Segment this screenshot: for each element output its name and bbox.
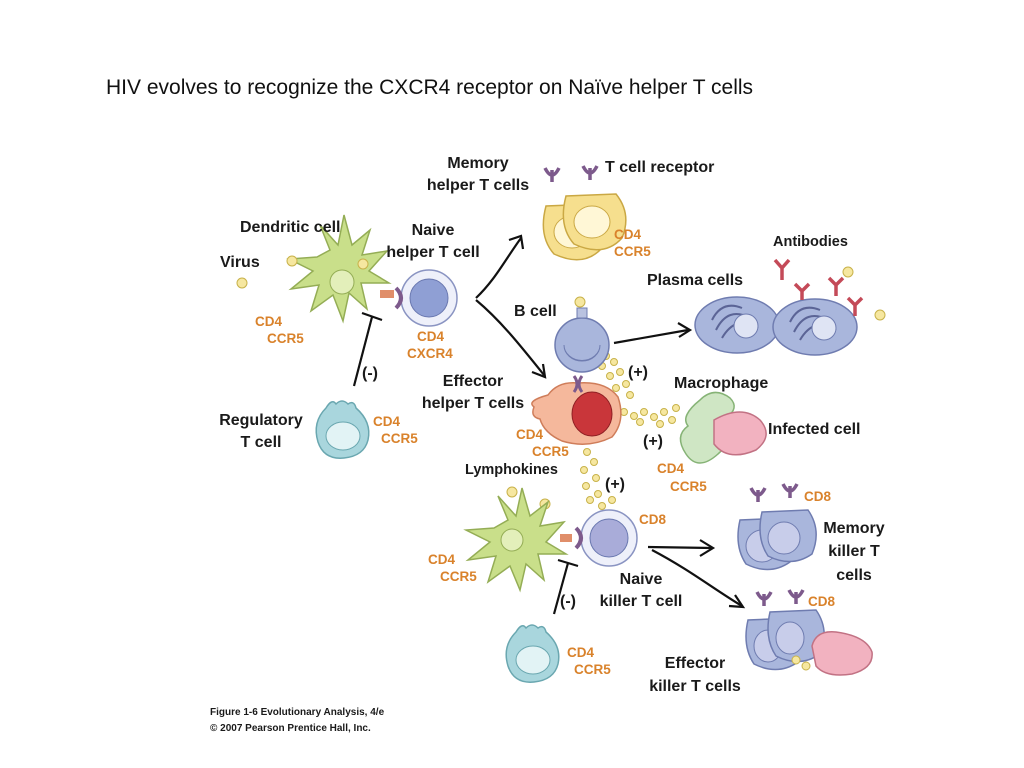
label-memory-killer-1: Memory <box>823 520 884 537</box>
arrowhead-effector-killer <box>728 594 746 609</box>
dendritic-cell-lower <box>463 487 572 593</box>
arrow-to-effector-killer <box>651 549 743 607</box>
label-naive-helper-1: Naive <box>412 222 455 239</box>
arrow-to-memory-killer <box>647 545 713 550</box>
label-minus-top: (-) <box>362 365 378 382</box>
memory-killer-t-cells <box>737 483 817 571</box>
marker-regulatory-cd4: CD4 <box>373 414 400 429</box>
marker-dendritic-cd4: CD4 <box>255 314 282 329</box>
marker-regulatory2-cd4: CD4 <box>567 645 594 660</box>
marker-naive-helper-cd4: CD4 <box>417 329 444 344</box>
marker-effector-killer-cd8: CD8 <box>808 594 835 609</box>
marker-effector-helper-ccr5: CCR5 <box>532 444 569 459</box>
label-dendritic-cell: Dendritic cell <box>240 219 340 236</box>
label-memory-helper-1: Memory <box>447 155 508 172</box>
label-plasma-cells: Plasma cells <box>647 272 743 289</box>
label-naive-killer-1: Naive <box>620 571 663 588</box>
marker-macrophage-ccr5: CCR5 <box>670 479 707 494</box>
arrow-to-memory-helper <box>475 237 522 299</box>
naive-helper-t-cell <box>394 269 458 327</box>
arrowhead-plasma <box>677 322 693 338</box>
arrowhead-memory-killer <box>699 539 716 557</box>
marker-macrophage-cd4: CD4 <box>657 461 684 476</box>
marker-labels: CD4 CCR5 CD4 CXCR4 CD4 CCR5 CD4 CCR5 CD4… <box>255 227 835 677</box>
label-naive-helper-2: helper T cell <box>386 244 479 261</box>
inhibit-bar-bottom <box>557 558 579 568</box>
effector-helper-t-cells <box>531 375 622 445</box>
effector-killer-t-cells <box>745 589 873 676</box>
label-virus: Virus <box>220 254 260 271</box>
label-effector-killer-2: killer T cells <box>649 678 741 695</box>
label-lymphokines: Lymphokines <box>465 462 558 478</box>
label-effector-helper-1: Effector <box>443 373 503 390</box>
marker-memory-helper-cd4: CD4 <box>614 227 641 242</box>
caption-line-2: © 2007 Pearson Prentice Hall, Inc. <box>210 723 371 734</box>
regulatory-t-cell-lower <box>505 624 560 683</box>
naive-killer-t-cell <box>574 509 638 567</box>
arrows <box>352 234 746 615</box>
label-effector-killer-1: Effector <box>665 655 725 672</box>
dendritic-cell <box>286 214 394 324</box>
label-infected-cell: Infected cell <box>768 421 860 438</box>
labels: Memory helper T cells T cell receptor De… <box>219 155 885 695</box>
lymphokine-dots <box>580 352 680 510</box>
inhibit-bar-top <box>361 311 383 322</box>
regulatory-t-cell <box>315 400 370 459</box>
marker-dendritic2-ccr5: CCR5 <box>440 569 477 584</box>
label-plus-3: (+) <box>605 476 625 493</box>
plasma-cells <box>694 296 858 356</box>
marker-regulatory2-ccr5: CCR5 <box>574 662 611 677</box>
label-plus-1: (+) <box>628 364 648 381</box>
b-cell <box>554 307 610 373</box>
label-regulatory-1: Regulatory <box>219 412 303 429</box>
inhibit-line-top <box>352 316 374 387</box>
label-minus-bottom: (-) <box>560 593 576 610</box>
label-memory-killer-3: cells <box>836 567 872 584</box>
label-memory-killer-2: killer T <box>828 543 880 560</box>
marker-dendritic-ccr5: CCR5 <box>267 331 304 346</box>
marker-naive-helper-cxcr4: CXCR4 <box>407 346 453 361</box>
label-b-cell: B cell <box>514 303 557 320</box>
caption-line-1: Figure 1-6 Evolutionary Analysis, 4/e <box>210 707 385 718</box>
arrow-to-plasma <box>613 328 689 345</box>
label-plus-2: (+) <box>643 433 663 450</box>
marker-dendritic2-cd4: CD4 <box>428 552 455 567</box>
marker-regulatory-ccr5: CCR5 <box>381 431 418 446</box>
marker-effector-helper-cd4: CD4 <box>516 427 543 442</box>
figure-caption: Figure 1-6 Evolutionary Analysis, 4/e © … <box>210 707 385 734</box>
label-effector-helper-2: helper T cells <box>422 395 524 412</box>
label-t-cell-receptor: T cell receptor <box>605 159 714 176</box>
inhibit-line-bottom <box>552 562 570 615</box>
label-regulatory-2: T cell <box>241 434 282 451</box>
antibodies <box>773 258 864 316</box>
label-macrophage: Macrophage <box>674 375 768 392</box>
label-antibodies: Antibodies <box>773 234 848 250</box>
arrowhead-effector-helper <box>531 363 547 379</box>
arrowhead-memory-helper <box>508 234 525 250</box>
arrow-to-effector-helper <box>475 299 545 376</box>
memory-helper-t-cells <box>542 165 627 261</box>
marker-naive-killer-cd8: CD8 <box>639 512 666 527</box>
marker-memory-killer-cd8: CD8 <box>804 489 831 504</box>
marker-memory-helper-ccr5: CCR5 <box>614 244 651 259</box>
label-naive-killer-2: killer T cell <box>600 593 683 610</box>
slide-title: HIV evolves to recognize the CXCR4 recep… <box>106 76 754 99</box>
label-memory-helper-2: helper T cells <box>427 177 529 194</box>
macrophage <box>679 391 767 464</box>
